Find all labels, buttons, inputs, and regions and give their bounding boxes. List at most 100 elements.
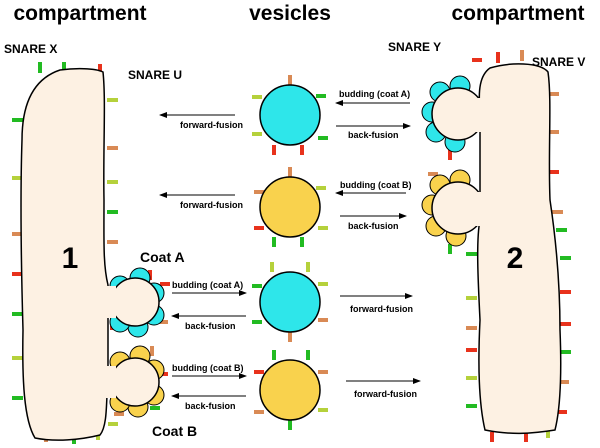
snare-u-mark	[546, 428, 550, 438]
snare-y-mark	[300, 145, 304, 155]
text-r1-budding: budding (coat A)	[339, 89, 410, 99]
snare-v-mark	[548, 130, 559, 134]
snare-x-mark	[316, 94, 326, 98]
snare-y-mark	[496, 52, 500, 63]
snare-y-mark	[560, 322, 571, 326]
snare-y-mark	[548, 170, 559, 174]
snare-v-mark	[318, 370, 328, 374]
snare-u-mark	[466, 296, 477, 300]
snare-u-mark	[316, 186, 326, 190]
snare-x-mark	[306, 350, 310, 360]
snare-x-mark	[556, 228, 567, 232]
snare-u-mark	[107, 180, 118, 184]
snare-x-mark	[560, 256, 571, 260]
snare-x-mark	[252, 284, 262, 288]
snare-y-mark	[490, 432, 494, 442]
snare-v-mark	[254, 410, 264, 414]
snare-y-mark	[524, 432, 528, 442]
title-left-compartment: compartment	[13, 2, 146, 25]
vesicles	[259, 84, 321, 421]
snare-x-mark	[466, 252, 477, 256]
snare-y-mark	[272, 145, 276, 155]
label-snare-v: SNARE V	[532, 55, 585, 69]
snare-v-mark	[114, 412, 124, 416]
snare-v-mark	[12, 232, 23, 236]
snare-y-mark	[556, 410, 567, 414]
snare-u-mark	[252, 132, 262, 136]
snare-v-mark	[548, 92, 559, 96]
text-r4-forward-fusion: forward-fusion	[354, 389, 417, 399]
snare-u-mark	[318, 282, 328, 286]
snare-y-mark	[466, 348, 477, 352]
snare-x-mark	[318, 136, 328, 140]
snare-x-mark	[560, 350, 571, 354]
text-r1-forward-fusion: forward-fusion	[180, 120, 243, 130]
coat-b-bud-right	[421, 169, 485, 247]
snare-v-mark	[428, 172, 438, 176]
snare-y-mark	[254, 226, 264, 230]
snare-v-mark	[107, 146, 118, 150]
snare-x-mark	[107, 210, 118, 214]
snare-v-mark	[520, 50, 524, 61]
snare-y-mark	[254, 370, 264, 374]
vesicle-coat-a-2	[259, 271, 321, 333]
text-r3-back-fusion: back-fusion	[185, 321, 236, 331]
snare-v-mark	[288, 167, 292, 177]
snare-u-mark	[108, 422, 118, 426]
compartment-1-number: 1	[62, 242, 79, 275]
snare-x-mark	[12, 312, 23, 316]
snare-y-mark	[160, 282, 170, 286]
label-snare-u: SNARE U	[128, 68, 182, 82]
vesicle-coat-a-1	[259, 84, 321, 146]
snare-y-mark	[560, 290, 571, 294]
text-r1-back-fusion: back-fusion	[348, 130, 399, 140]
snare-y-mark	[12, 272, 23, 276]
text-r4-back-fusion: back-fusion	[185, 401, 236, 411]
compartment-1: 1	[20, 67, 165, 441]
snare-u-mark	[270, 262, 274, 272]
snare-v-mark	[288, 332, 292, 342]
snare-v-mark	[107, 240, 118, 244]
snare-x-mark	[466, 404, 477, 408]
snare-x-mark	[150, 406, 160, 410]
snare-x-mark	[38, 62, 42, 73]
text-r3-budding: budding (coat A)	[172, 280, 243, 290]
snare-u-mark	[466, 376, 477, 380]
text-r4-budding: budding (coat B)	[172, 363, 244, 373]
snare-v-mark	[158, 320, 168, 324]
snare-x-mark	[300, 237, 304, 247]
text-r2-forward-fusion: forward-fusion	[180, 200, 243, 210]
compartment-2: 2	[421, 63, 562, 435]
snare-u-mark	[12, 176, 23, 180]
snare-u-mark	[107, 98, 118, 102]
text-r2-back-fusion: back-fusion	[348, 221, 399, 231]
snare-x-mark	[12, 396, 23, 400]
vesicle-coat-b-2	[259, 359, 321, 421]
snare-v-mark	[552, 210, 563, 214]
title-vesicles: vesicles	[249, 2, 331, 25]
snare-v-mark	[318, 318, 328, 322]
coat-b-bud-left	[109, 345, 165, 418]
label-snare-y: SNARE Y	[388, 40, 441, 54]
snare-x-mark	[12, 118, 23, 122]
compartment-2-number: 2	[507, 242, 524, 275]
snare-x-mark	[448, 244, 452, 254]
text-r2-budding: budding (coat B)	[340, 180, 412, 190]
vesicle-coat-b-1	[259, 176, 321, 238]
text-r3-forward-fusion: forward-fusion	[350, 304, 413, 314]
title-right-compartment: compartment	[451, 2, 584, 25]
snare-y-mark	[472, 58, 482, 62]
snare-x-mark	[288, 420, 292, 430]
snare-x-mark	[252, 320, 262, 324]
snare-u-mark	[306, 262, 310, 272]
snare-v-mark	[558, 380, 569, 384]
snare-x-mark	[272, 350, 276, 360]
coat-a-bud-right	[421, 75, 485, 153]
snare-y-mark	[98, 64, 102, 75]
snare-u-mark	[318, 408, 328, 412]
label-coat-a: Coat A	[140, 249, 185, 265]
snare-u-mark	[12, 356, 23, 360]
coat-a-bud-left	[109, 267, 165, 338]
snare-u-mark	[318, 226, 328, 230]
